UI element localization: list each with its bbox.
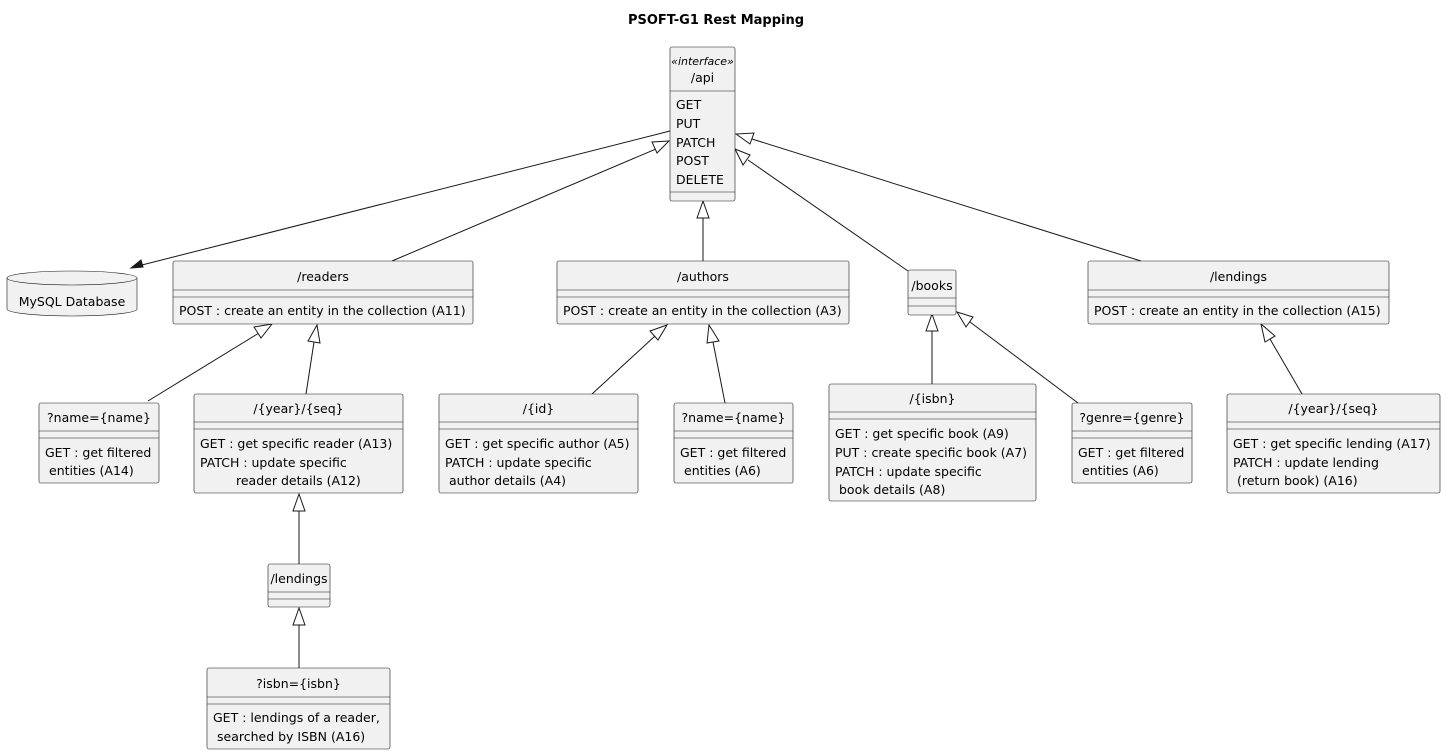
edge-readername-readers bbox=[147, 332, 260, 402]
edge-lendingyear-lendings bbox=[1269, 338, 1303, 395]
author-id-member: GET : get specific author (A5) bbox=[445, 436, 630, 451]
triangle-readerlendings-readeryear bbox=[292, 492, 306, 512]
triangle-authors-api bbox=[696, 199, 710, 219]
triangle-authorname-authors bbox=[706, 323, 720, 344]
triangle-readername-readers bbox=[253, 323, 274, 339]
class-lendings: /lendings POST : create an entity in the… bbox=[1087, 260, 1390, 325]
api-method: GET bbox=[676, 97, 702, 112]
class-genre-query: ?genre={genre} GET : get filtered entiti… bbox=[1071, 402, 1193, 484]
diagram-title: PSOFT-G1 Rest Mapping bbox=[628, 13, 804, 28]
book-isbn-member: GET : get specific book (A9) bbox=[835, 426, 1009, 441]
class-author-name-query: ?name={name} GET : get filtered entities… bbox=[673, 402, 794, 484]
edges bbox=[129, 130, 1303, 668]
author-name-query-member: GET : get filtered bbox=[680, 445, 786, 460]
edge-lendings-api bbox=[751, 138, 1142, 262]
book-isbn-member: book details (A8) bbox=[839, 482, 945, 497]
database-label: MySQL Database bbox=[19, 294, 126, 309]
isbn-query-name: ?isbn={isbn} bbox=[256, 676, 341, 691]
genre-query-member: entities (A6) bbox=[1082, 463, 1159, 478]
reader-year-seq-member: GET : get specific reader (A13) bbox=[200, 436, 392, 451]
triangle-lendings-api bbox=[734, 132, 755, 145]
class-books: /books bbox=[907, 269, 957, 316]
edge-authorname-authors bbox=[712, 341, 726, 404]
lending-year-seq-member: GET : get specific lending (A17) bbox=[1233, 436, 1431, 451]
readers-member: POST : create an entity in the collectio… bbox=[179, 303, 466, 318]
class-isbn-query: ?isbn={isbn} GET : lendings of a reader,… bbox=[206, 667, 391, 750]
triangle-books-api bbox=[733, 148, 751, 166]
class-book-isbn: /{isbn} GET : get specific book (A9) PUT… bbox=[828, 383, 1037, 502]
book-isbn-name: /{isbn} bbox=[910, 391, 956, 406]
class-reader-name-query: ?name={name} GET : get filtered entities… bbox=[38, 402, 160, 484]
triangle-authorid-authors bbox=[649, 324, 669, 341]
genre-query-name: ?genre={genre} bbox=[1079, 410, 1184, 425]
triangle-readeryear-readers bbox=[307, 323, 321, 344]
edge-books-api bbox=[747, 159, 909, 272]
triangle-genre-books bbox=[955, 311, 974, 328]
authors-member: POST : create an entity in the collectio… bbox=[563, 303, 842, 318]
author-id-member: PATCH : update specific bbox=[445, 455, 592, 470]
genre-query-member: GET : get filtered bbox=[1078, 445, 1184, 460]
api-method: PATCH bbox=[676, 135, 715, 150]
class-author-id: /{id} GET : get specific author (A5) PAT… bbox=[438, 393, 639, 494]
class-authors: /authors POST : create an entity in the … bbox=[556, 260, 850, 325]
reader-name-query-member: entities (A14) bbox=[49, 463, 134, 478]
reader-year-seq-name: /{year}/{seq} bbox=[253, 401, 343, 416]
triangle-lendingyear-lendings bbox=[1260, 322, 1276, 343]
author-id-name: /{id} bbox=[523, 401, 555, 416]
reader-year-seq-member: PATCH : update specific bbox=[200, 455, 347, 470]
class-readers: /readers POST : create an entity in the … bbox=[172, 260, 474, 325]
database-mysql: MySQL Database bbox=[6, 270, 138, 317]
class-api: «interface» /api GET PUT PATCH POST DELE… bbox=[669, 46, 736, 202]
edge-readeryear-readers bbox=[305, 341, 315, 395]
reader-name-query-name: ?name={name} bbox=[47, 410, 151, 425]
reader-lendings-name: /lendings bbox=[270, 571, 327, 586]
class-lending-year-seq: /{year}/{seq} GET : get specific lending… bbox=[1226, 393, 1441, 494]
lending-year-seq-member: PATCH : update lending bbox=[1233, 455, 1379, 470]
book-isbn-member: PATCH : update specific bbox=[835, 464, 982, 479]
api-method: DELETE bbox=[676, 172, 724, 187]
author-name-query-member: entities (A6) bbox=[684, 463, 761, 478]
triangle-readers-api bbox=[651, 140, 671, 154]
reader-year-seq-member: reader details (A12) bbox=[236, 473, 361, 488]
edge-genre-books bbox=[969, 321, 1079, 404]
isbn-query-member: searched by ISBN (A16) bbox=[217, 729, 365, 744]
lendings-name: /lendings bbox=[1210, 269, 1267, 284]
lending-year-seq-name: /{year}/{seq} bbox=[1288, 401, 1378, 416]
book-isbn-member: PUT : create specific book (A7) bbox=[835, 445, 1027, 460]
edge-api-database bbox=[133, 130, 671, 268]
class-reader-lendings: /lendings bbox=[267, 563, 331, 608]
author-name-query-name: ?name={name} bbox=[682, 410, 786, 425]
triangle-isbnquery-readerlendings bbox=[292, 606, 306, 626]
api-name: /api bbox=[691, 70, 714, 85]
triangle-bookisbn-books bbox=[925, 312, 939, 332]
arrowhead-database bbox=[129, 259, 144, 269]
class-reader-year-seq: /{year}/{seq} GET : get specific reader … bbox=[193, 393, 404, 494]
api-method: POST bbox=[676, 153, 709, 168]
api-stereotype: «interface» bbox=[671, 55, 734, 68]
authors-name: /authors bbox=[677, 269, 729, 284]
isbn-query-member: GET : lendings of a reader, bbox=[213, 710, 380, 725]
books-name: /books bbox=[911, 278, 952, 293]
edge-readers-api bbox=[391, 145, 664, 262]
edge-authorid-authors bbox=[591, 335, 656, 395]
author-id-member: author details (A4) bbox=[449, 473, 566, 488]
api-method: PUT bbox=[676, 116, 701, 131]
lending-year-seq-member: (return book) (A16) bbox=[1237, 473, 1358, 488]
reader-name-query-member: GET : get filtered bbox=[45, 445, 151, 460]
readers-name: /readers bbox=[297, 269, 349, 284]
lendings-member: POST : create an entity in the collectio… bbox=[1094, 303, 1381, 318]
